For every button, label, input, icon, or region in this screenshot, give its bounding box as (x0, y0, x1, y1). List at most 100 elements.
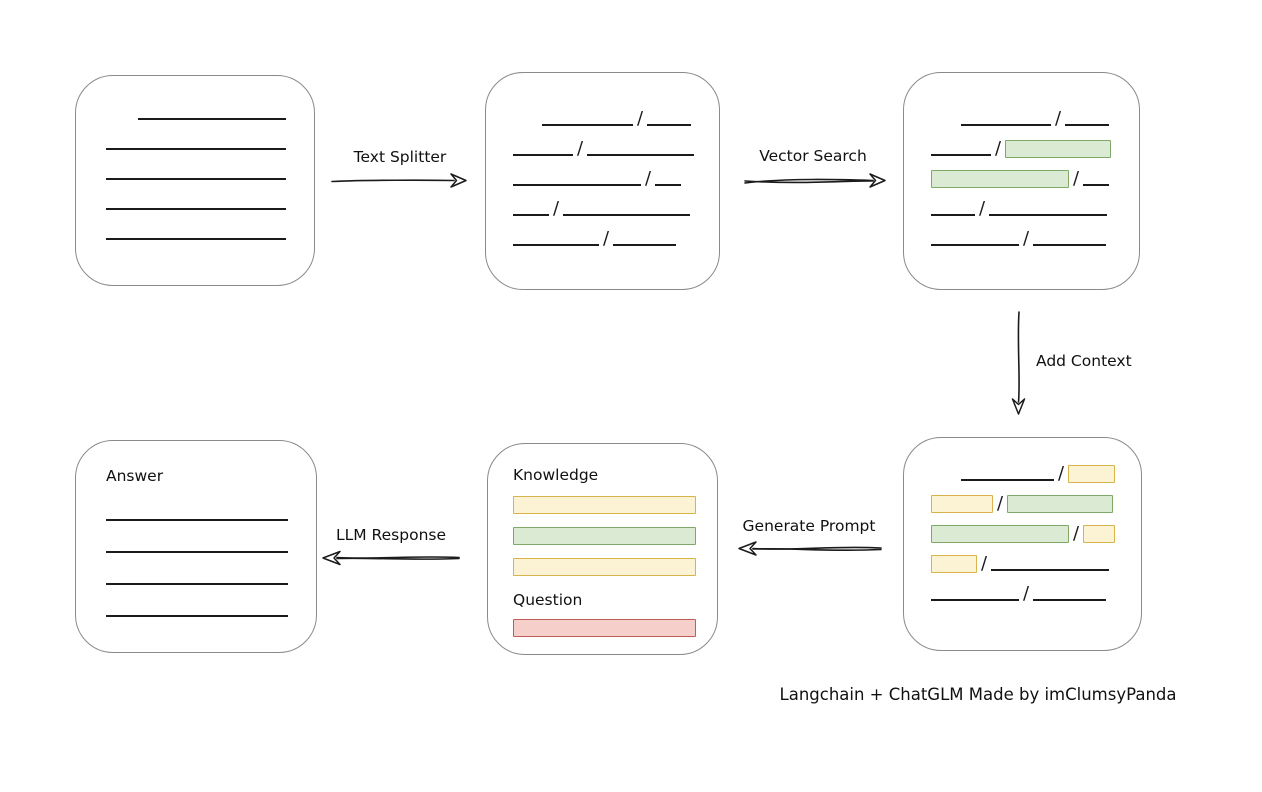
llm-response-label: LLM Response (335, 526, 446, 544)
slash-separator: / (645, 167, 652, 189)
green-highlight (931, 170, 1069, 188)
red-bar (513, 619, 696, 637)
text-line (655, 184, 682, 186)
split-text-box: / / / / / (485, 72, 720, 290)
caption-text: Langchain + ChatGLM Made by imClumsyPand… (779, 685, 1177, 704)
text-line (513, 154, 573, 156)
text-line (106, 208, 286, 210)
vector-search-label: Vector Search (759, 147, 867, 165)
yellow-bar (513, 496, 696, 514)
text-line (106, 553, 288, 585)
text-line (931, 214, 975, 216)
text-line (961, 479, 1054, 481)
text-line (542, 124, 633, 126)
slash-separator: / (981, 552, 988, 574)
yellow-highlight (1083, 525, 1116, 543)
yellow-highlight (1068, 465, 1116, 483)
slash-separator: / (1058, 462, 1065, 484)
slash-separator: / (995, 137, 1002, 159)
yellow-highlight (931, 555, 977, 573)
text-line (513, 184, 641, 186)
text-fragment-row: / (931, 543, 1141, 573)
generate-prompt-arrow (738, 541, 882, 556)
knowledge-bars (513, 496, 717, 576)
text-line (106, 585, 288, 617)
text-line (613, 244, 677, 246)
document-text-lines (106, 92, 314, 242)
llm-response-arrow (322, 550, 460, 566)
text-fragment-row: / (513, 158, 719, 188)
text-line (647, 124, 692, 126)
slash-separator: / (997, 492, 1004, 514)
text-line (989, 214, 1108, 216)
text-fragment-row: / (513, 98, 719, 128)
green-highlight (931, 525, 1069, 543)
add-context-arrow (1011, 311, 1026, 415)
answer-box: Answer (75, 440, 317, 653)
text-line (513, 244, 599, 246)
text-line (587, 154, 695, 156)
text-line (1065, 124, 1110, 126)
text-line (513, 214, 549, 216)
text-line (106, 521, 288, 553)
slash-separator: / (577, 137, 584, 159)
text-fragment-row (106, 182, 314, 212)
text-fragment-row: / (931, 188, 1139, 218)
text-line (931, 599, 1019, 601)
slash-separator: / (553, 197, 560, 219)
text-fragment-row: / (513, 218, 719, 248)
answer-text-lines (106, 489, 316, 617)
generate-prompt-label: Generate Prompt (742, 517, 876, 535)
text-fragment-row: / (931, 483, 1141, 513)
text-fragment-row: / (931, 453, 1141, 483)
text-line (1083, 184, 1110, 186)
prompt-box: Knowledge Question (487, 443, 718, 655)
slash-separator: / (1023, 582, 1030, 604)
text-line (961, 124, 1051, 126)
slash-separator: / (1023, 227, 1030, 249)
text-fragment-row (106, 122, 314, 152)
text-line (1033, 244, 1107, 246)
text-fragment-row: / (931, 218, 1139, 248)
slash-separator: / (1073, 167, 1080, 189)
text-line (106, 238, 286, 240)
text-line (106, 148, 286, 150)
context-result-rows: / / / / / (931, 453, 1141, 603)
text-fragment-row: / (931, 158, 1139, 188)
context-result-box: / / / / / (903, 437, 1142, 651)
question-bars (513, 619, 717, 637)
text-line (106, 489, 288, 521)
text-fragment-row: / (513, 188, 719, 218)
slash-separator: / (603, 227, 610, 249)
text-fragment-row: / (931, 513, 1141, 543)
split-text-rows: / / / / / (513, 98, 719, 248)
text-splitter-arrow (331, 173, 467, 188)
text-line (106, 178, 286, 180)
answer-label: Answer (106, 467, 164, 485)
text-line (563, 214, 691, 216)
text-splitter-label: Text Splitter (353, 148, 447, 166)
slash-separator: / (1055, 107, 1062, 129)
yellow-highlight (931, 495, 993, 513)
text-line (991, 569, 1110, 571)
vector-search-arrow (744, 173, 886, 188)
text-line (931, 244, 1019, 246)
vector-search-result-box: / / / / / (903, 72, 1140, 290)
text-line (931, 154, 991, 156)
text-fragment-row: / (931, 573, 1141, 603)
green-bar (513, 527, 696, 545)
vector-result-rows: / / / / / (931, 98, 1139, 248)
slash-separator: / (1073, 522, 1080, 544)
text-fragment-row: / (513, 128, 719, 158)
green-highlight (1005, 140, 1112, 158)
source-document-box (75, 75, 315, 286)
add-context-label: Add Context (1036, 352, 1132, 370)
text-line (1033, 599, 1107, 601)
knowledge-label: Knowledge (513, 466, 599, 484)
slash-separator: / (979, 197, 986, 219)
green-highlight (1007, 495, 1114, 513)
text-line (138, 118, 286, 120)
text-fragment-row (106, 92, 314, 122)
slash-separator: / (637, 107, 644, 129)
